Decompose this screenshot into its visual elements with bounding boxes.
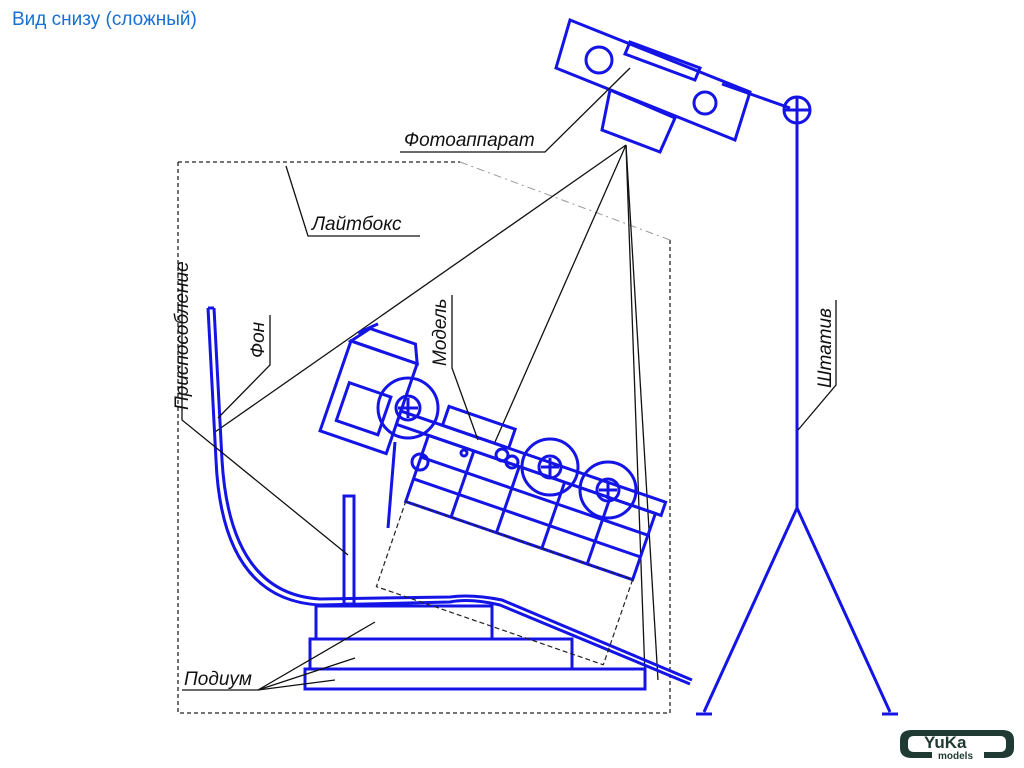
background-sheet bbox=[206, 306, 693, 686]
label-background: Фон bbox=[248, 321, 269, 358]
podium bbox=[303, 604, 647, 691]
yuka-models-logo: YuKa models bbox=[900, 730, 1014, 762]
tripod bbox=[696, 95, 898, 716]
lightbox-frame bbox=[177, 161, 671, 714]
label-model: Модель bbox=[430, 298, 451, 366]
wheel-front bbox=[376, 376, 440, 440]
label-camera: Фотоаппарат bbox=[404, 130, 535, 151]
page-title: Вид снизу (сложный) bbox=[12, 9, 197, 30]
wheels bbox=[376, 376, 638, 520]
label-fixture: Приспособление bbox=[172, 261, 193, 410]
camera-body bbox=[554, 17, 791, 154]
logo-text-sub: models bbox=[938, 751, 973, 762]
label-podium: Подиум bbox=[184, 669, 252, 690]
fixture-post bbox=[342, 441, 397, 606]
model-truck bbox=[318, 322, 668, 666]
wheel-rear-1 bbox=[520, 437, 580, 497]
wheel-rear-2 bbox=[578, 460, 638, 520]
camera-view-lines bbox=[214, 144, 659, 681]
label-tripod: Штатив bbox=[815, 308, 836, 388]
leader-lines bbox=[181, 67, 837, 691]
label-lightbox: Лайтбокс bbox=[310, 214, 402, 235]
logo-text-main: YuKa bbox=[924, 733, 967, 752]
